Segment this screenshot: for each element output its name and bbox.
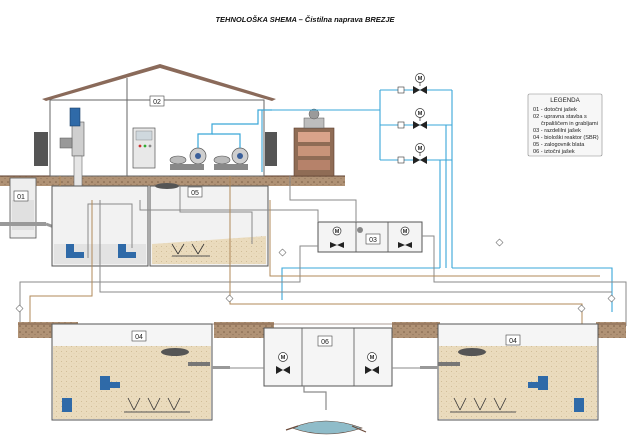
inflow-shaft-01: 01 xyxy=(0,177,79,239)
submersible-pump-1 xyxy=(66,244,84,258)
valve-06-right: M xyxy=(365,352,379,374)
valve-03-left: M xyxy=(330,226,344,248)
svg-text:M: M xyxy=(370,355,375,361)
sbr-reactor-right-04: 04 xyxy=(420,323,599,421)
valve-06-left: M xyxy=(276,352,290,374)
decanter-left xyxy=(161,348,189,356)
legend-item: 04 - biološki reaktor (SBR) xyxy=(533,135,599,141)
tag-04-right: 04 xyxy=(509,338,517,345)
sludge-tank-05: 05 xyxy=(149,183,269,267)
sbr-reactor-left-04: 04 xyxy=(51,323,230,421)
tag-03: 03 xyxy=(369,237,377,244)
legend-item: črpališčem in grabljami xyxy=(541,121,598,127)
receiving-water xyxy=(285,420,367,435)
sludge-mixer xyxy=(155,183,179,189)
legend-heading: LEGENDA xyxy=(550,97,580,104)
legend-item: 01 - dotočni jašek xyxy=(533,107,577,113)
decanter-right xyxy=(458,348,486,356)
distribution-shaft-03: 03 xyxy=(317,221,423,253)
pipe-fittings xyxy=(15,238,616,313)
legend-item: 02 - upravna stavba s xyxy=(533,114,587,120)
building-02: 02 xyxy=(34,64,277,177)
sludge-diffusers xyxy=(171,243,210,257)
tag-04-left: 04 xyxy=(135,334,143,341)
building-roof xyxy=(42,64,276,101)
process-pipes-tan xyxy=(29,176,600,326)
legend-box xyxy=(527,93,603,157)
legend-item: 05 - zalogovnik blata xyxy=(533,142,585,148)
air-main-lines xyxy=(261,89,613,312)
svg-text:M: M xyxy=(335,229,340,235)
storage-vessel xyxy=(293,108,335,177)
svg-text:M: M xyxy=(418,111,423,117)
valve-03-right: M xyxy=(398,226,412,248)
blower-1 xyxy=(169,147,207,170)
svg-text:M: M xyxy=(281,355,286,361)
motor-valve-1: M xyxy=(397,73,427,94)
tag-02: 02 xyxy=(153,99,161,106)
window-right xyxy=(265,132,277,166)
window-left xyxy=(34,132,48,166)
blower-2 xyxy=(213,147,249,170)
svg-text:M: M xyxy=(403,229,408,235)
tag-02-box xyxy=(149,95,165,107)
pump-sbr-left xyxy=(62,376,120,412)
diffusers-sbr-right xyxy=(450,397,516,413)
tag-05: 05 xyxy=(191,190,199,197)
legend-item: 06 - iztočni jašek xyxy=(533,149,575,155)
motor-valve-2: M xyxy=(397,108,427,129)
legend: LEGENDA 01 - dotočni jašek 02 - upravna … xyxy=(527,93,603,157)
legend-item: 03 - razdelilni jašek xyxy=(533,128,581,134)
outflow-shaft-06: 06 xyxy=(263,327,393,410)
process-pipes-gray xyxy=(19,176,627,326)
tag-01: 01 xyxy=(17,194,25,201)
pump-sbr-right xyxy=(528,376,584,412)
tag-06: 06 xyxy=(321,339,329,346)
ground-strip xyxy=(0,176,345,186)
submersible-pump-2 xyxy=(118,244,136,258)
motor-valve-3: M xyxy=(397,143,427,164)
diagram-title: TEHNOLOŠKA SHEMA – Čistilna naprava BREZ… xyxy=(215,15,395,24)
diffusers-sbr-left xyxy=(124,397,190,413)
svg-text:M: M xyxy=(418,76,423,82)
svg-text:M: M xyxy=(418,146,423,152)
